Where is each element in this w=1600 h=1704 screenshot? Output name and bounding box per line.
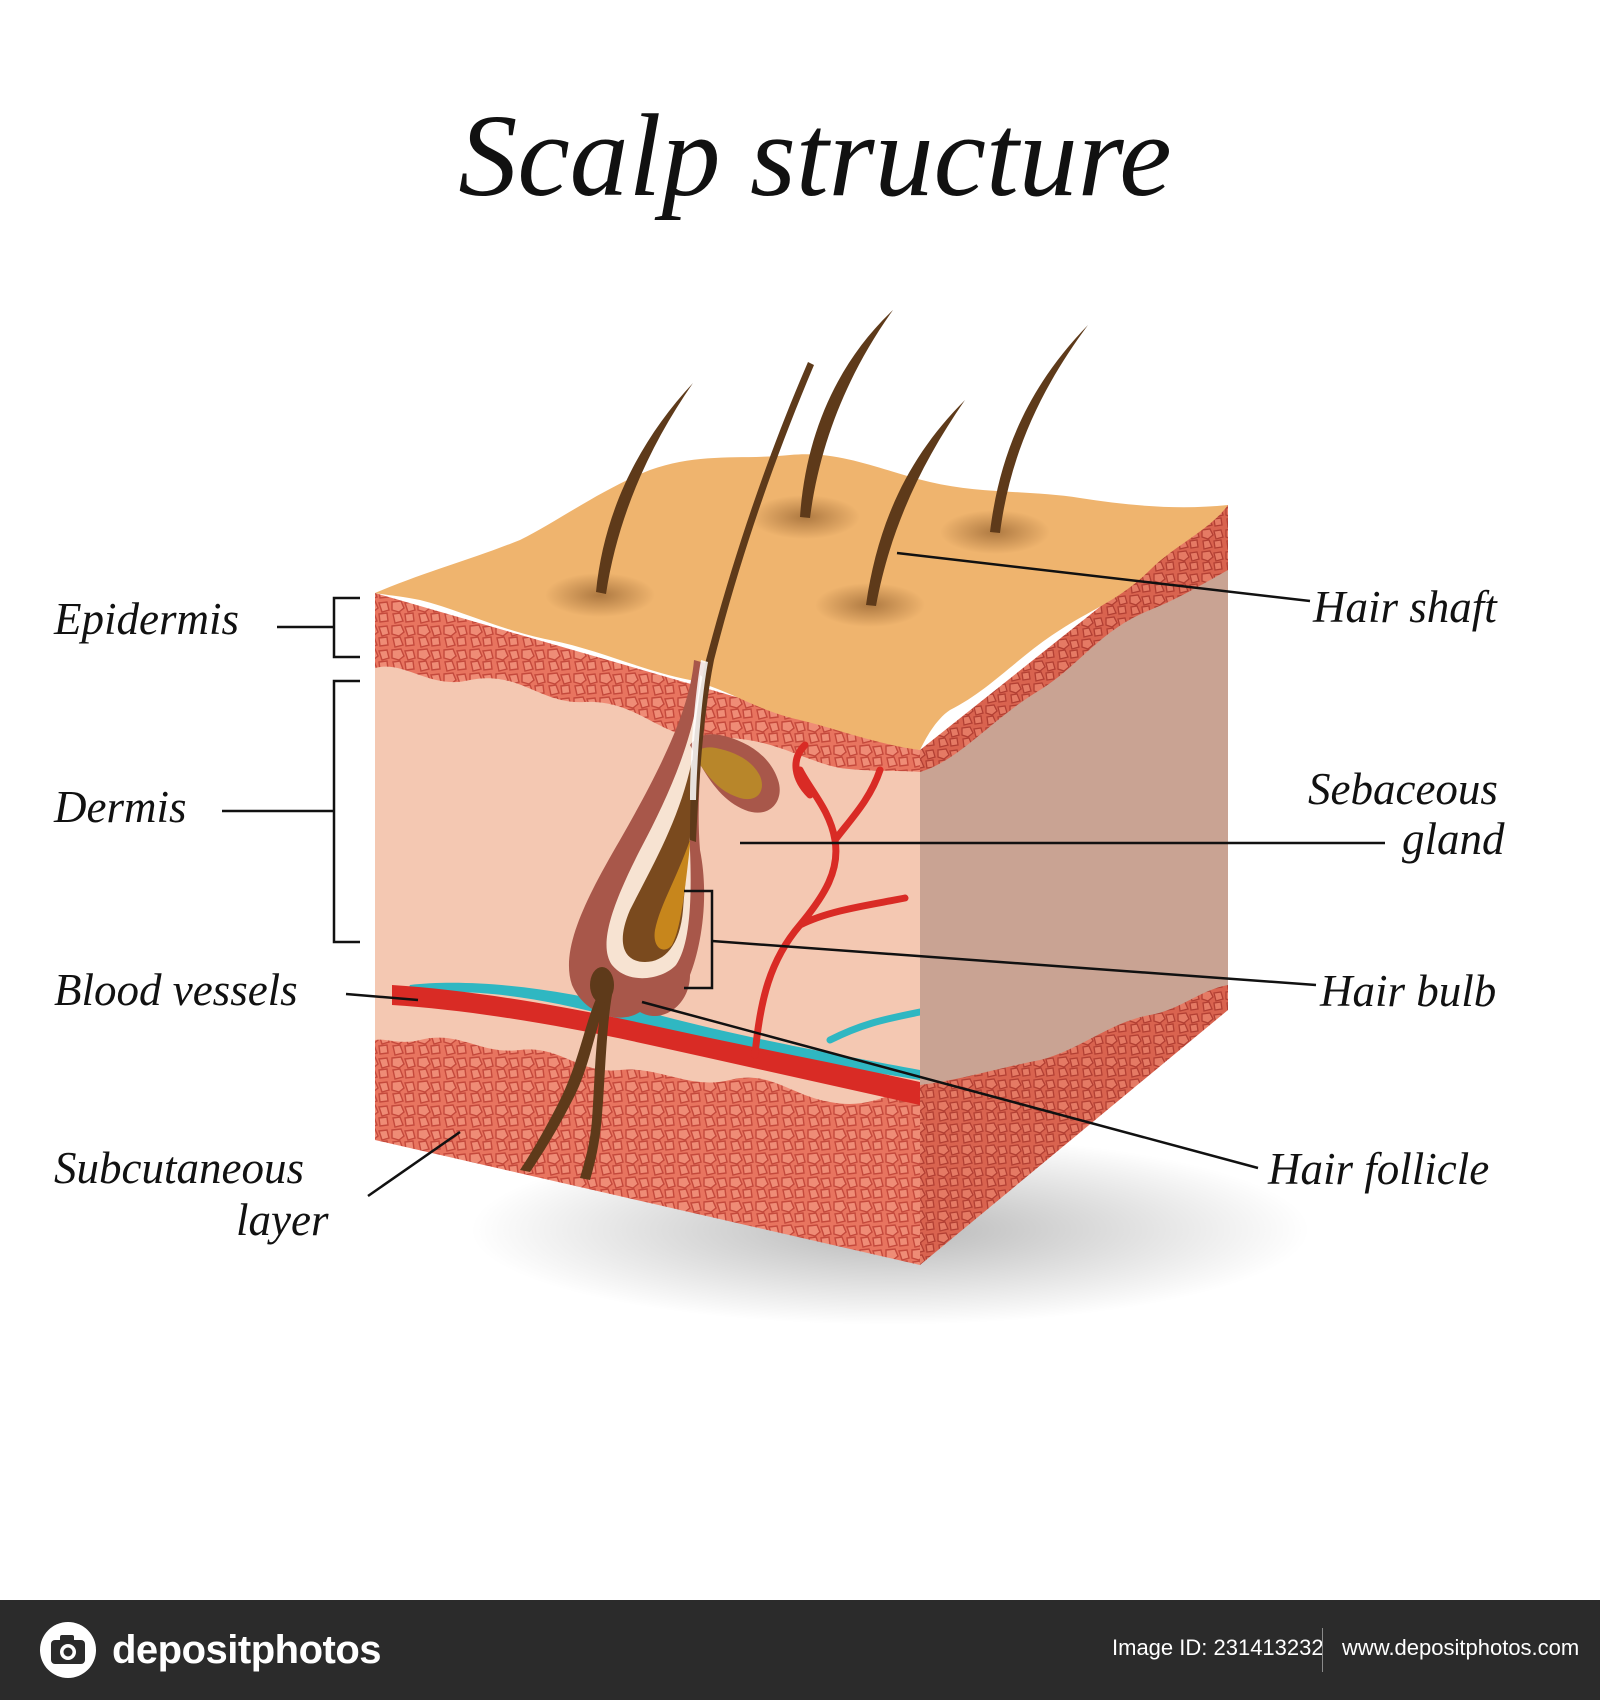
footer-bar: depositphotos Image ID: 231413232 www.de… bbox=[0, 1600, 1600, 1700]
epidermis-bracket bbox=[332, 596, 360, 659]
annotation-lines bbox=[222, 551, 1385, 1198]
hair-follicle-group bbox=[520, 362, 814, 1180]
hair-bulb-bracket bbox=[684, 889, 714, 990]
brand-logo[interactable]: depositphotos bbox=[38, 1620, 382, 1680]
image-id: Image ID: 231413232 bbox=[1112, 1635, 1324, 1660]
sebaceous-label-2: gland bbox=[1402, 814, 1505, 864]
hairs bbox=[596, 310, 1088, 606]
hair-follicle-label: Hair follicle bbox=[1268, 1144, 1490, 1194]
dermis-bracket bbox=[332, 679, 360, 944]
dermis-label: Dermis bbox=[54, 782, 187, 832]
dermis-side bbox=[920, 570, 1228, 1085]
camera-logo-icon bbox=[40, 1622, 96, 1678]
side-face bbox=[920, 505, 1228, 1265]
hair-shaft-line bbox=[896, 551, 1311, 603]
sebaceous-label: Sebaceous bbox=[1308, 764, 1498, 814]
footer-divider bbox=[1322, 1628, 1323, 1672]
hair-shaft-label: Hair shaft bbox=[1313, 582, 1497, 632]
blood-vessels-line bbox=[345, 992, 419, 1002]
subcutaneous-line bbox=[367, 1130, 461, 1198]
capillary bbox=[751, 741, 909, 1059]
hair-bulb-label: Hair bulb bbox=[1320, 966, 1497, 1016]
brand-name: depositphotos bbox=[112, 1627, 382, 1672]
subcutaneous-label-2: layer bbox=[236, 1195, 329, 1245]
hair-follicle-line bbox=[641, 1000, 1259, 1170]
site-url-link[interactable]: www.depositphotos.com bbox=[1342, 1635, 1580, 1660]
blood-vessels-label: Blood vessels bbox=[54, 965, 298, 1015]
subcutaneous-label: Subcutaneous bbox=[54, 1143, 304, 1193]
artery bbox=[392, 985, 920, 1105]
page-title: Scalp structure bbox=[458, 90, 1172, 221]
dermal-papilla bbox=[520, 990, 612, 1180]
epidermis-label: Epidermis bbox=[54, 594, 239, 644]
